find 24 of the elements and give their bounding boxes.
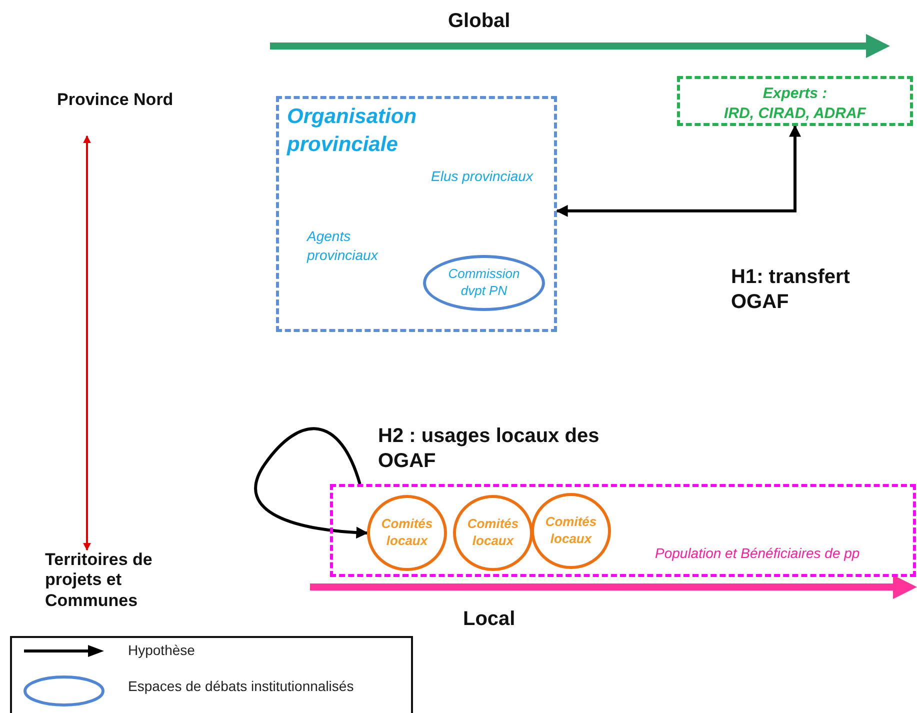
circle-node: Comités locaux xyxy=(367,495,447,571)
dashed-box xyxy=(677,76,913,126)
hypothesis-label: H1: transfert OGAF xyxy=(731,265,851,315)
group-title: Organisation provinciale xyxy=(287,104,418,158)
circle-node: Comités locaux xyxy=(531,493,611,569)
scale-label: Territoires de projets et Communes xyxy=(45,550,213,616)
ellipse-node: Commission dvpt PN xyxy=(423,255,545,311)
hypothesis-label: H2 : usages locaux des OGAF xyxy=(378,424,600,474)
axis-label: Global xyxy=(448,10,512,33)
group-caption: Population et Bénéficiaires de pp xyxy=(655,545,861,561)
arrow xyxy=(83,135,91,551)
dashed-group-box xyxy=(276,96,557,332)
scale-label: Province Nord xyxy=(57,90,177,136)
role-label: Agents provinciaux xyxy=(307,227,417,267)
legend-text: Hypothèse xyxy=(128,642,195,658)
circle-node: Comités locaux xyxy=(453,495,533,571)
box-text: Experts : xyxy=(762,84,828,104)
box-text: IRD, CIRAD, ADRAF xyxy=(723,104,868,123)
legend-text: Espaces de débats institutionnalisés xyxy=(128,678,354,694)
role-label: Elus provinciaux xyxy=(431,167,541,207)
arrow xyxy=(254,428,368,538)
dashed-group-box xyxy=(330,484,916,577)
axis-label: Local xyxy=(463,608,516,631)
arrow xyxy=(556,124,801,217)
